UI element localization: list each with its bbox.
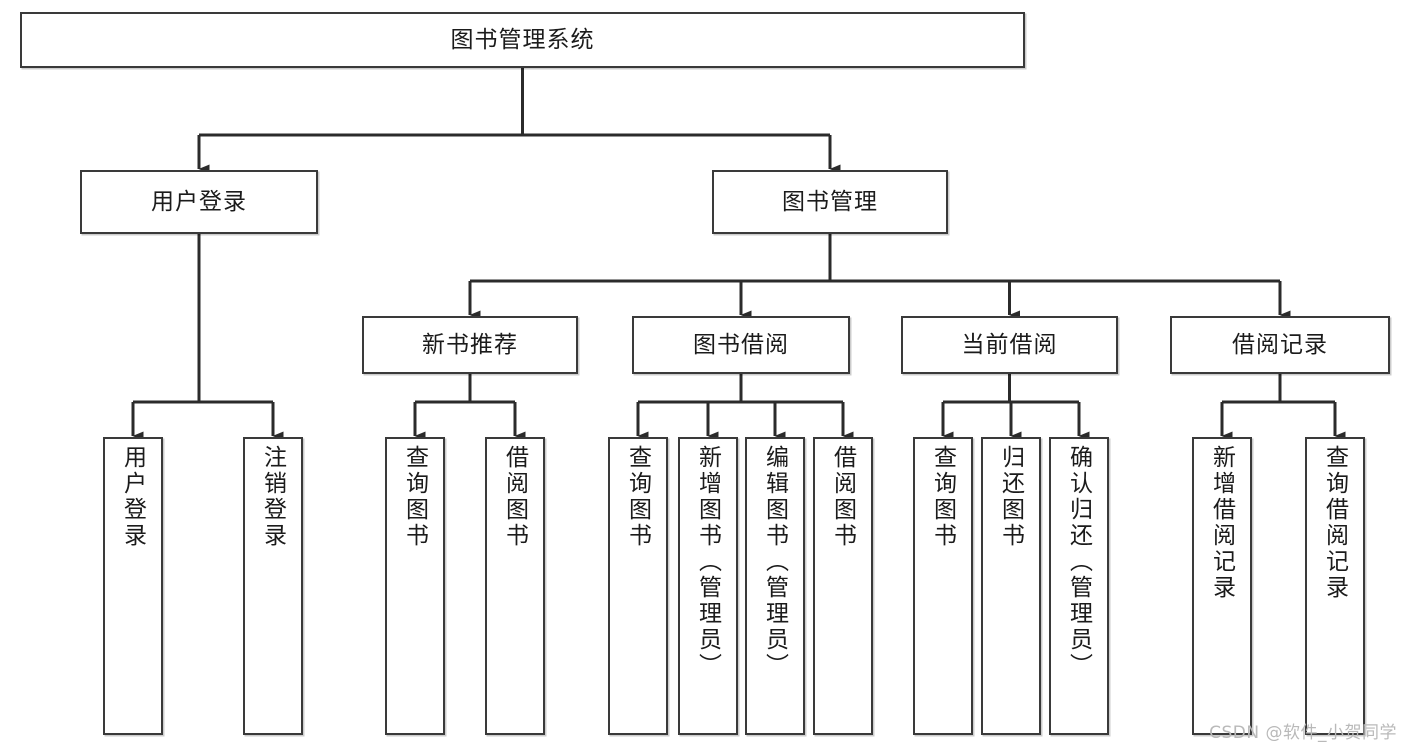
node-label: 新增图书（管理员）	[695, 445, 722, 679]
node-leaf-add-record[interactable]: 新增借阅记录	[1192, 437, 1252, 735]
node-label: 图书管理系统	[450, 26, 595, 53]
node-label: 归还图书	[998, 445, 1025, 549]
node-leaf-query-book-2[interactable]: 查询图书	[608, 437, 668, 735]
node-label: 确认归还（管理员）	[1066, 445, 1093, 679]
node-label: 编辑图书（管理员）	[762, 445, 789, 679]
node-new-book-rec[interactable]: 新书推荐	[362, 316, 578, 374]
node-label: 新增借阅记录	[1209, 445, 1236, 601]
node-label: 查询图书	[625, 445, 652, 549]
node-leaf-edit-book[interactable]: 编辑图书（管理员）	[745, 437, 805, 735]
node-label: 当前借阅	[961, 331, 1058, 358]
node-leaf-query-book-1[interactable]: 查询图书	[385, 437, 445, 735]
node-label: 注销登录	[260, 445, 287, 549]
node-leaf-borrow-book-2[interactable]: 借阅图书	[813, 437, 873, 735]
node-leaf-add-book[interactable]: 新增图书（管理员）	[678, 437, 738, 735]
node-label: 借阅图书	[830, 445, 857, 549]
node-label: 查询图书	[402, 445, 429, 549]
node-leaf-confirm-return[interactable]: 确认归还（管理员）	[1049, 437, 1109, 735]
node-label: 图书借阅	[693, 331, 789, 358]
watermark-text: CSDN @软件_小贺同学	[1209, 723, 1397, 743]
node-label: 借阅记录	[1232, 331, 1328, 358]
node-label: 用户登录	[120, 445, 147, 549]
node-label: 新书推荐	[422, 331, 518, 358]
node-label: 查询图书	[930, 445, 957, 549]
node-label: 图书管理	[782, 188, 878, 215]
node-leaf-query-book-3[interactable]: 查询图书	[913, 437, 973, 735]
node-leaf-user-logout[interactable]: 注销登录	[243, 437, 303, 735]
node-leaf-borrow-book-1[interactable]: 借阅图书	[485, 437, 545, 735]
node-leaf-user-login[interactable]: 用户登录	[103, 437, 163, 735]
node-label: 用户登录	[151, 188, 247, 215]
node-book-borrow[interactable]: 图书借阅	[632, 316, 850, 374]
node-leaf-return-book[interactable]: 归还图书	[981, 437, 1041, 735]
node-user-login[interactable]: 用户登录	[80, 170, 318, 234]
node-root[interactable]: 图书管理系统	[20, 12, 1025, 68]
node-book-manage[interactable]: 图书管理	[712, 170, 948, 234]
node-borrow-record[interactable]: 借阅记录	[1170, 316, 1390, 374]
node-label: 借阅图书	[502, 445, 529, 549]
node-label: 查询借阅记录	[1322, 445, 1349, 601]
node-current-borrow[interactable]: 当前借阅	[901, 316, 1118, 374]
node-leaf-query-record[interactable]: 查询借阅记录	[1305, 437, 1365, 735]
